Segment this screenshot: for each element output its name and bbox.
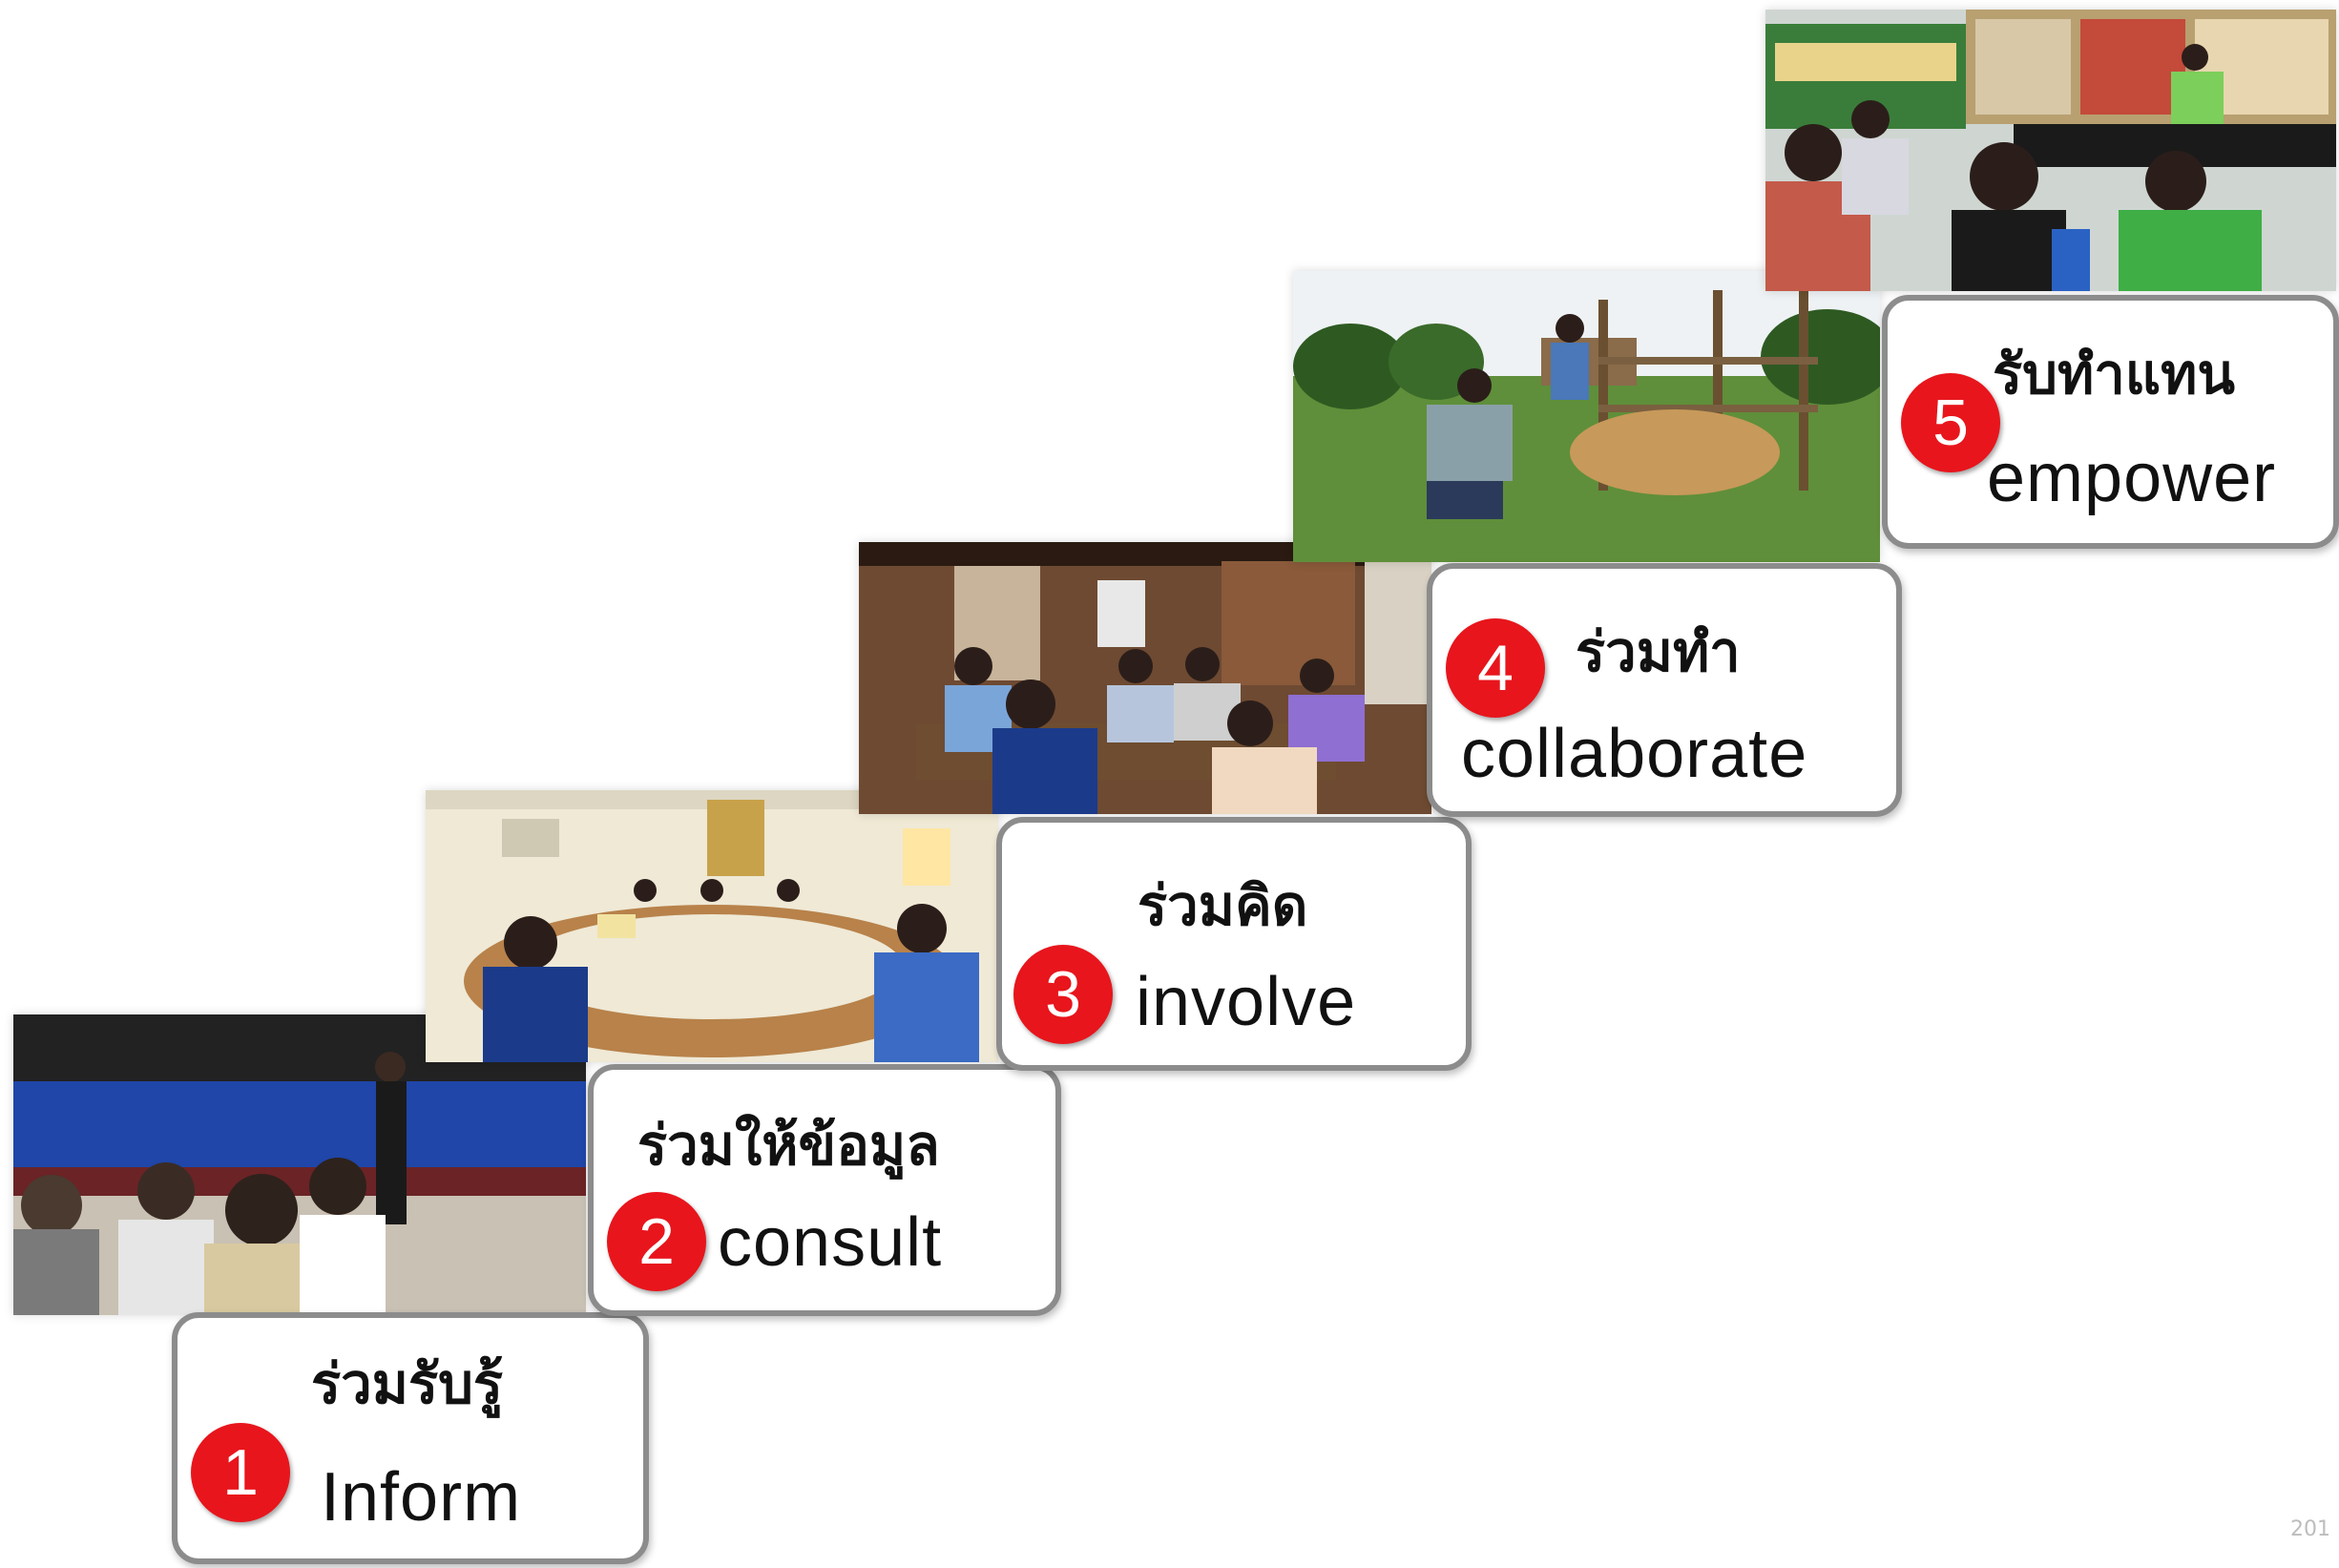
step-4-english-label: collaborate bbox=[1461, 716, 1808, 792]
step-5-label-box: รับทำแทน 5 empower bbox=[1882, 295, 2339, 549]
step-2-number-badge: 2 bbox=[607, 1192, 706, 1291]
step-3-english-label: involve bbox=[1136, 964, 1357, 1040]
step-1-number-badge: 1 bbox=[191, 1423, 290, 1522]
photo-round-table-meeting bbox=[426, 790, 998, 1062]
step-2-thai-label: ร่วมให้ข้อมูล bbox=[637, 1113, 940, 1178]
step-4-thai-label: ร่วมทำ bbox=[1576, 619, 1741, 684]
step-2-label-box: ร่วมให้ข้อมูล 2 consult bbox=[588, 1064, 1061, 1316]
step-2-english-label: consult bbox=[718, 1204, 943, 1281]
photo-fieldwork-livestock bbox=[1293, 271, 1880, 562]
step-3-label-box: ร่วมคิด 3 involve bbox=[996, 817, 1472, 1071]
step-3-thai-label: ร่วมคิด bbox=[1138, 873, 1308, 938]
step-1-label-box: ร่วมรับรู้ 1 Inform bbox=[172, 1312, 649, 1564]
step-1-thai-label: ร่วมรับรู้ bbox=[311, 1351, 504, 1416]
page-number-fragment: 201 bbox=[2290, 1517, 2330, 1541]
step-5-thai-label: รับทำแทน bbox=[1993, 342, 2236, 407]
step-5-english-label: empower bbox=[1987, 440, 2277, 516]
step-3-number-badge: 3 bbox=[1013, 945, 1113, 1044]
step-4-number-badge: 4 bbox=[1446, 618, 1545, 718]
step-5-number-badge: 5 bbox=[1901, 373, 2000, 472]
photo-group-discussion bbox=[859, 542, 1431, 814]
step-4-label-box: ร่วมทำ 4 collaborate bbox=[1427, 563, 1902, 817]
step-1-english-label: Inform bbox=[321, 1459, 522, 1536]
photo-exhibition-presentation bbox=[1765, 10, 2336, 291]
